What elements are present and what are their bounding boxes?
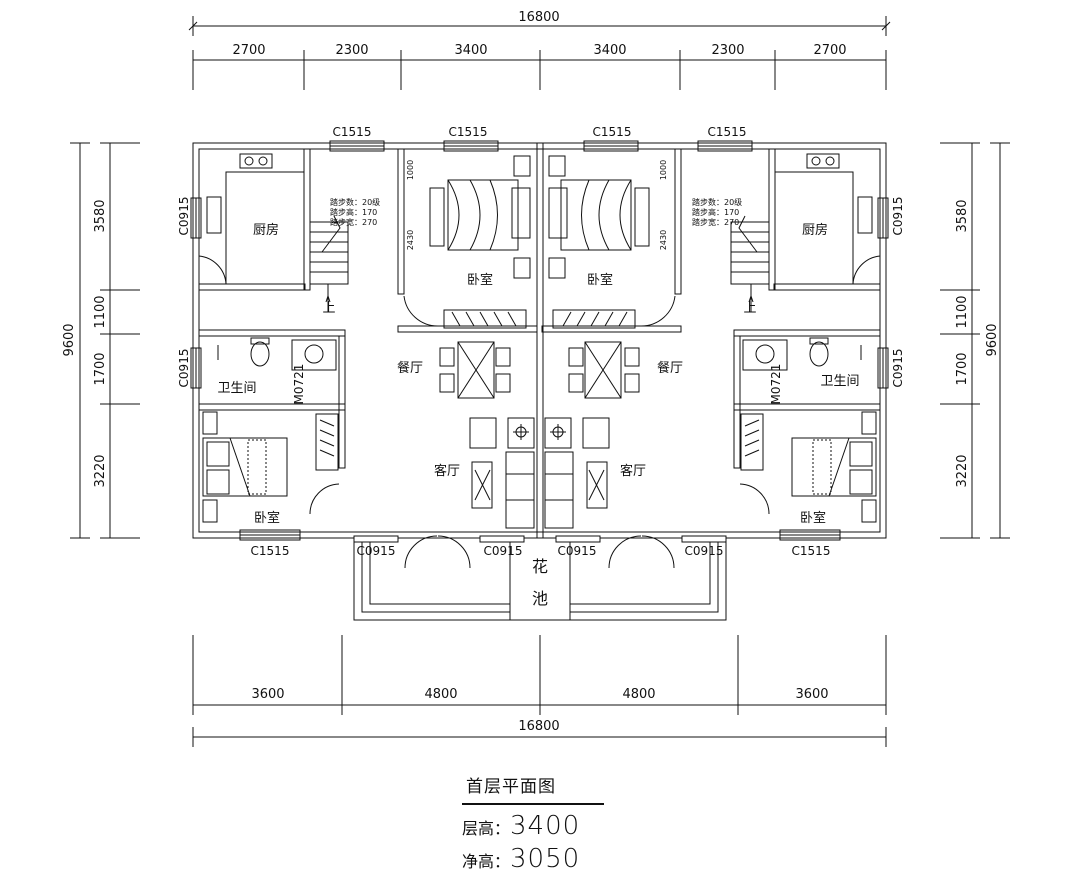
stair-note-left-3: 踏步宽：270 xyxy=(330,217,377,227)
dim-top-seg-3: 3400 xyxy=(454,43,487,58)
room-label-bathroom-left: 卫生间 xyxy=(217,381,256,396)
top-dimension-lines xyxy=(188,16,891,90)
stair-up-label-left: 上 xyxy=(322,301,335,316)
interior-walls-right xyxy=(541,148,881,569)
window-label-side-4: C0915 xyxy=(891,349,905,388)
dim-top-seg-4: 3400 xyxy=(593,43,626,58)
room-label-bedroom-main-right: 卧室 xyxy=(587,272,613,288)
dim-inner-2430-left: 2430 xyxy=(406,230,415,250)
door-label-bath-left: M0721 xyxy=(292,364,306,405)
window-label-bottom-4: C0915 xyxy=(558,544,597,558)
dim-inner-2430-right: 2430 xyxy=(659,230,668,250)
dim-right-seg-2: 1100 xyxy=(955,295,970,328)
stair-note-left-2: 踏步高：170 xyxy=(330,207,377,217)
stair-up-label-right: 上 xyxy=(743,301,756,316)
dim-right-seg-4: 3220 xyxy=(955,454,970,487)
room-label-kitchen-right: 厨房 xyxy=(802,222,828,238)
interior-walls-left xyxy=(198,148,538,569)
clear-height-value: 3050 xyxy=(510,844,581,874)
door-label-bath-right: M0721 xyxy=(769,364,783,405)
dim-top-seg-1: 2700 xyxy=(232,43,265,58)
window-label-top-1: C1515 xyxy=(333,125,372,139)
dim-bottom-seg-2: 4800 xyxy=(424,687,457,702)
floor-height-row: 层高：3400 xyxy=(462,811,622,844)
dim-left-seg-2: 1100 xyxy=(93,295,108,328)
flower-bed-label-2: 池 xyxy=(532,589,548,608)
floor-height-value: 3400 xyxy=(510,811,581,841)
title-underline xyxy=(462,803,604,805)
stair-note-left-1: 踏步数：20级 xyxy=(330,197,380,207)
window-label-top-4: C1515 xyxy=(708,125,747,139)
dim-right-seg-3: 1700 xyxy=(955,352,970,385)
window-label-bottom-5: C0915 xyxy=(685,544,724,558)
right-dimension-lines xyxy=(940,142,1010,539)
window-label-bottom-3: C0915 xyxy=(484,544,523,558)
room-label-bathroom-right: 卫生间 xyxy=(820,374,859,389)
dim-bottom-seg-1: 3600 xyxy=(251,687,284,702)
dim-bottom-seg-3: 4800 xyxy=(622,687,655,702)
room-label-bedroom-small-left: 卧室 xyxy=(254,510,280,526)
window-label-bottom-2: C0915 xyxy=(357,544,396,558)
room-label-living-left: 客厅 xyxy=(434,463,460,479)
window-label-top-2: C1515 xyxy=(449,125,488,139)
window-label-side-2: C0915 xyxy=(177,349,191,388)
room-label-dining-right: 餐厅 xyxy=(657,360,683,376)
window-label-top-3: C1515 xyxy=(593,125,632,139)
clear-height-row: 净高：3050 xyxy=(462,844,622,877)
drawing-title: 首层平面图 xyxy=(466,777,556,797)
room-label-living-right: 客厅 xyxy=(620,463,646,479)
left-dimension-lines xyxy=(70,142,140,539)
dim-top-seg-2: 2300 xyxy=(335,43,368,58)
dim-left-seg-1: 3580 xyxy=(93,199,108,232)
room-label-bedroom-main-left: 卧室 xyxy=(467,272,493,288)
dim-top-seg-6: 2700 xyxy=(813,43,846,58)
clear-height-label: 净高： xyxy=(462,852,511,871)
dim-inner-1000-left: 1000 xyxy=(406,160,415,180)
title-block: 首层平面图 层高：3400 净高：3050 xyxy=(462,772,622,877)
dim-top-total: 16800 xyxy=(518,10,559,25)
dim-left-total: 9600 xyxy=(62,323,77,356)
room-label-dining-left: 餐厅 xyxy=(397,360,423,376)
dim-right-total: 9600 xyxy=(985,323,1000,356)
window-label-side-1: C0915 xyxy=(177,197,191,236)
dim-inner-1000-right: 1000 xyxy=(659,160,668,180)
stair-note-right-3: 踏步宽：270 xyxy=(692,217,739,227)
floor-height-label: 层高： xyxy=(462,819,511,838)
dim-left-seg-4: 3220 xyxy=(93,454,108,487)
room-label-kitchen-left: 厨房 xyxy=(253,222,279,238)
dim-bottom-seg-4: 3600 xyxy=(795,687,828,702)
dim-top-seg-5: 2300 xyxy=(711,43,744,58)
window-label-bottom-1: C1515 xyxy=(251,544,290,558)
stair-note-right-2: 踏步高：170 xyxy=(692,207,739,217)
stair-note-right-1: 踏步数：20级 xyxy=(692,197,742,207)
dim-left-seg-3: 1700 xyxy=(93,352,108,385)
bottom-dimension-lines xyxy=(192,635,887,747)
dim-right-seg-1: 3580 xyxy=(955,199,970,232)
dim-bottom-total: 16800 xyxy=(518,719,559,734)
flower-bed-label-1: 花 xyxy=(532,557,548,576)
room-label-bedroom-small-right: 卧室 xyxy=(800,510,826,526)
window-label-side-3: C0915 xyxy=(891,197,905,236)
porch-and-flower-bed xyxy=(353,535,727,621)
window-label-bottom-6: C1515 xyxy=(792,544,831,558)
